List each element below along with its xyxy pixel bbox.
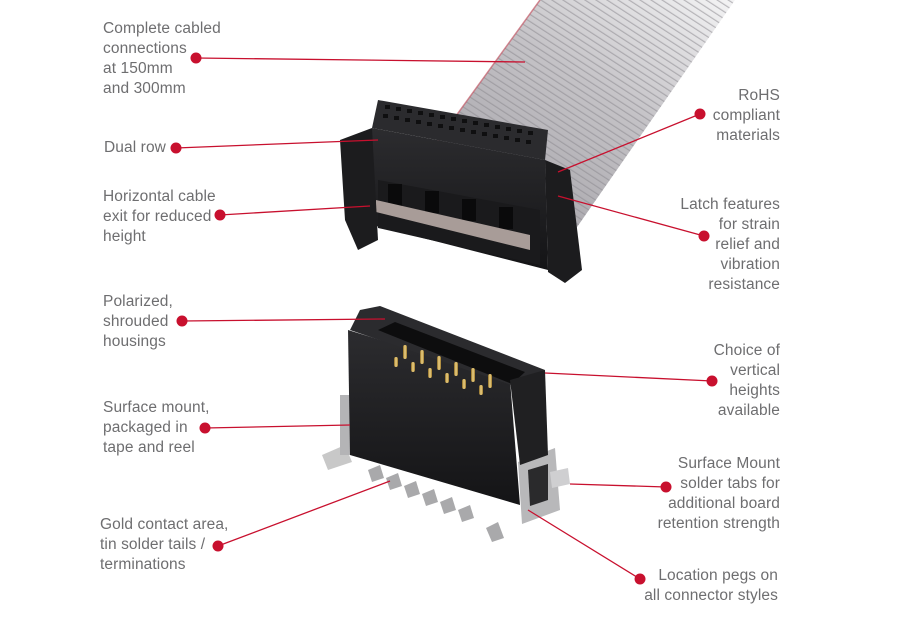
- callout-polarized: Polarized, shrouded housings: [103, 293, 173, 350]
- dot-surface-mount: [199, 422, 211, 434]
- callout-gold-contact: Gold contact area, tin solder tails / te…: [100, 516, 229, 573]
- smt-header-connector-icon: [322, 306, 570, 542]
- callout-surface-mount: Surface mount, packaged in tape and reel: [103, 399, 210, 456]
- dot-location-pegs: [634, 573, 646, 585]
- cable-assembly-connector-icon: [340, 0, 735, 283]
- dot-gold-contact: [212, 540, 224, 552]
- dot-polarized: [176, 315, 188, 327]
- callout-dots: [170, 52, 718, 585]
- dot-dual-row: [170, 142, 182, 154]
- dot-cabled: [190, 52, 202, 64]
- callout-cabled: Complete cabled connections at 150mm and…: [103, 20, 221, 97]
- callout-vertical-heights: Choice of vertical heights available: [713, 342, 780, 419]
- callout-horizontal-exit: Horizontal cable exit for reduced height: [103, 188, 216, 245]
- leader-lines: [175, 57, 713, 580]
- dot-rohs: [694, 108, 706, 120]
- dot-solder-tabs: [660, 481, 672, 493]
- callout-solder-tabs: Surface Mount solder tabs for additional…: [657, 455, 780, 532]
- callout-dual-row: Dual row: [104, 139, 166, 156]
- dot-latch: [698, 230, 710, 242]
- callout-latch: Latch features for strain relief and vib…: [680, 196, 780, 293]
- callout-location-pegs: Location pegs on all connector styles: [644, 567, 778, 604]
- dot-vertical-heights: [706, 375, 718, 387]
- dot-horizontal-exit: [214, 209, 226, 221]
- callout-rohs: RoHS compliant materials: [712, 87, 780, 144]
